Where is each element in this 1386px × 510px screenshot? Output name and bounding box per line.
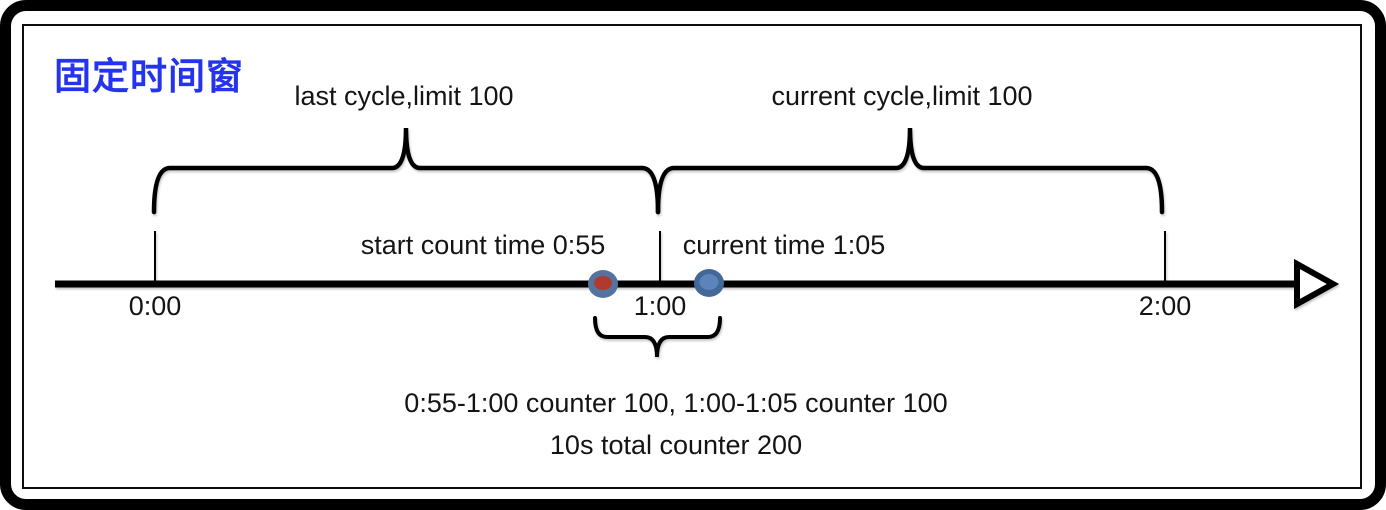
start-count-time-label: start count time 0:55 xyxy=(360,230,606,260)
tick-label-1-00: 1:00 xyxy=(633,291,687,321)
start-count-dot xyxy=(588,270,618,298)
count-window-brace xyxy=(593,316,722,358)
counter-note-line1: 0:55-1:00 counter 100, 1:00-1:05 counter… xyxy=(404,388,948,418)
page-title: 固定时间窗 xyxy=(54,56,244,97)
inner-border xyxy=(22,24,1362,489)
current-time-dot-core xyxy=(699,274,719,290)
current-cycle-brace xyxy=(655,127,1165,215)
line-art xyxy=(55,127,1340,358)
current-time-dot xyxy=(694,269,724,297)
start-count-dot-core xyxy=(594,276,612,290)
tick-label-0-00: 0:00 xyxy=(128,291,182,321)
current-cycle-label: current cycle,limit 100 xyxy=(771,81,1033,111)
last-cycle-brace xyxy=(151,127,661,215)
current-time-label: current time 1:05 xyxy=(682,230,886,260)
counter-note-line2: 10s total counter 200 xyxy=(549,430,803,460)
arrow-head-icon xyxy=(1294,258,1340,310)
last-cycle-label: last cycle,limit 100 xyxy=(294,81,514,111)
tick-label-2-00: 2:00 xyxy=(1138,291,1192,321)
